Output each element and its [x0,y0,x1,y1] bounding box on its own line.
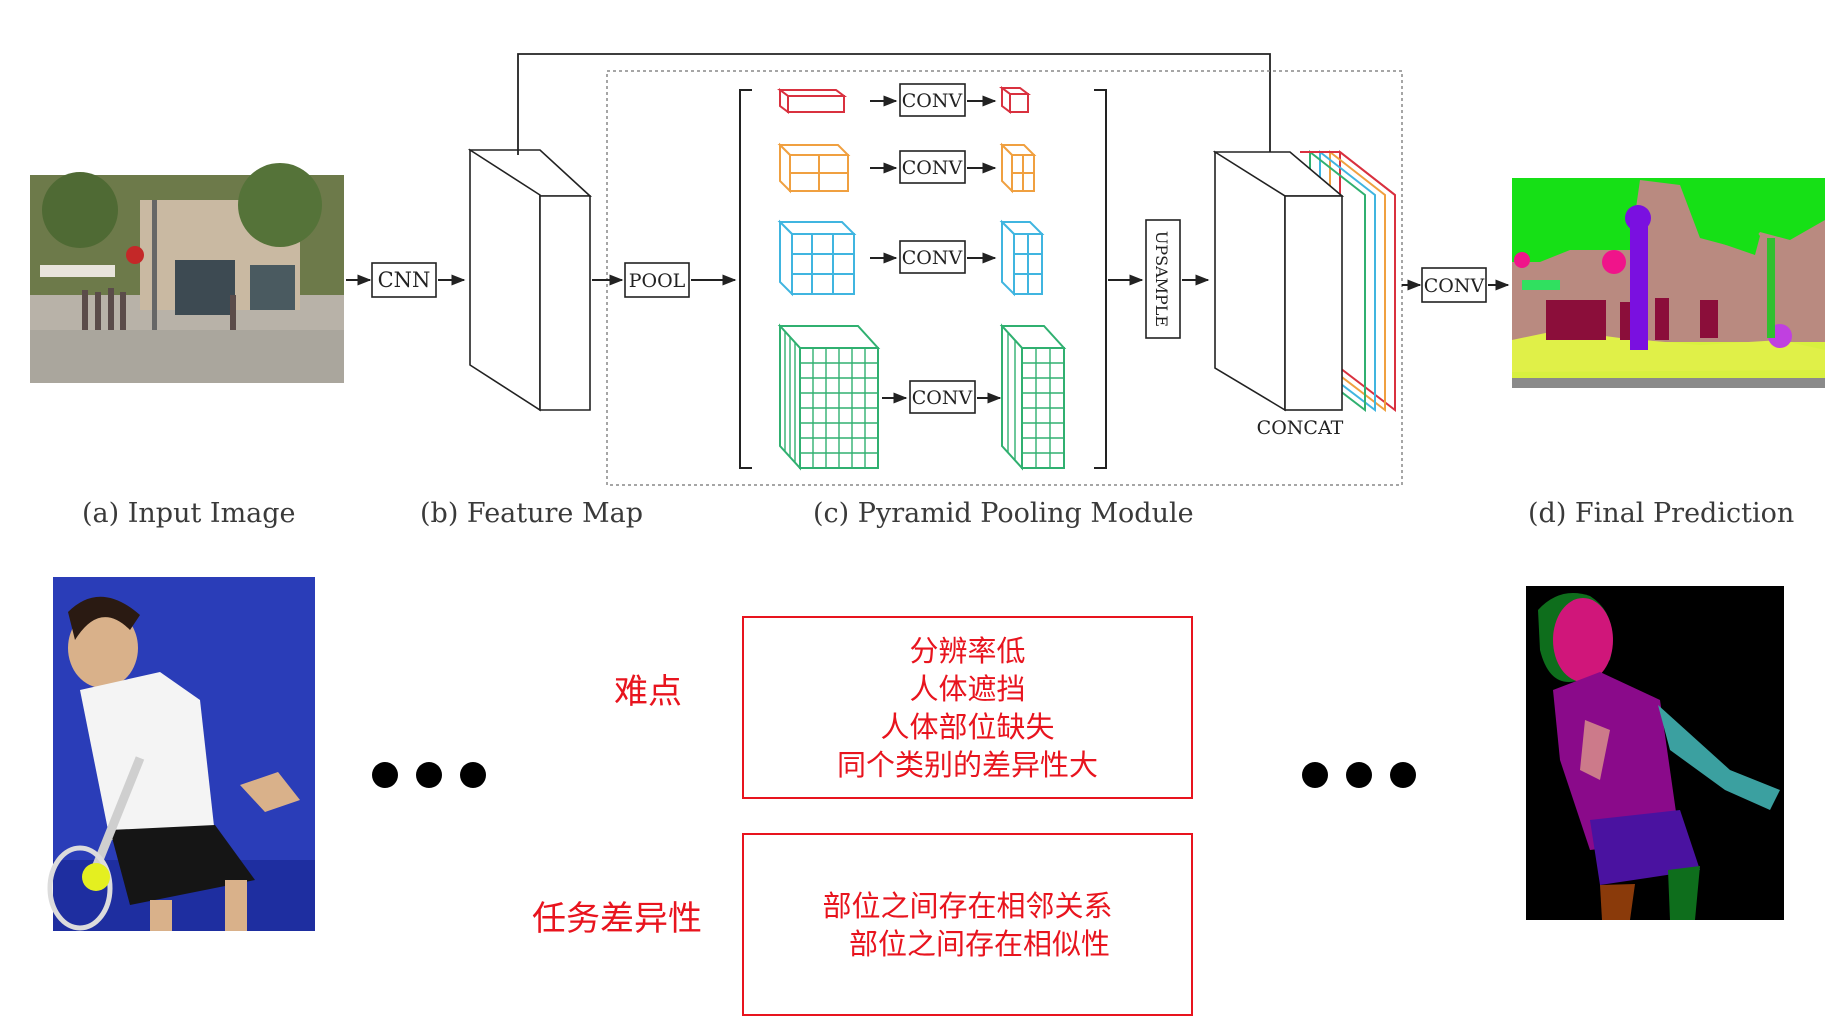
final-conv-label: CONV [1424,275,1485,297]
pool-block-2 [777,142,851,194]
conv-label-2: CONV [902,157,963,179]
conv-box-2 [899,150,966,184]
right-bracket [1094,89,1107,469]
caption-pyramid-pooling-module: (c) Pyramid Pooling Module [813,498,1194,529]
final-prediction-image [1512,178,1825,388]
pool-block-4-grid [784,331,878,468]
caption-final-prediction: (d) Final Prediction [1528,498,1795,529]
difficulty-item: 同个类别的差异性大 [836,747,1098,782]
task-difference-item: 部位之间存在相邻关系 [822,888,1113,923]
difficulty-box: 分辨率低 人体遮挡 人体部位缺失 同个类别的差异性大 [742,616,1193,799]
conv-box-3 [899,240,966,274]
difficulty-item: 人体遮挡 [909,671,1026,706]
difficulty-item: 人体部位缺失 [880,709,1055,744]
cnn-label: CNN [378,268,431,292]
concat-block [1212,150,1345,412]
conv-output-4-grid [1007,332,1064,468]
caption-input-image: (a) Input Image [82,498,296,529]
task-difference-item: 部位之间存在相似性 [848,926,1110,961]
ellipsis-right [1302,762,1416,788]
difficulty-label: 难点 [614,672,682,712]
feature-map-block [467,148,593,412]
conv-label-1: CONV [902,90,963,112]
input-street-image [30,163,344,383]
ppm-dashed-region [606,70,1403,486]
conv-label-4: CONV [912,387,973,409]
final-conv-box [1421,267,1487,303]
ellipsis-left [372,762,486,788]
conv-output-4 [999,323,1067,471]
conv-label-3: CONV [902,247,963,269]
upsample-box [1145,219,1181,339]
pool-label: POOL [629,270,686,292]
conv-output-1 [999,86,1031,114]
upsample-label: UPSAMPLE [1152,231,1171,327]
conv-output-2 [999,142,1037,194]
pool-box [624,262,690,298]
conv-box-1 [899,83,966,117]
task-difference-box: 部位之间存在相邻关系 部位之间存在相似性 [742,833,1193,1016]
tennis-player-photo [47,577,315,931]
left-bracket [739,89,752,469]
pool-block-3 [777,219,857,297]
task-difference-label: 任务差异性 [532,899,702,939]
conv-output-3 [999,219,1045,297]
conv-box-4 [909,380,976,414]
cnn-box [371,262,437,298]
difficulty-item: 分辨率低 [909,633,1026,668]
pool-block-1 [777,88,847,114]
concat-label: CONCAT [1257,417,1344,439]
caption-feature-map: (b) Feature Map [420,498,644,529]
human-parsing-result [1526,586,1784,920]
skip-connection-arrow [517,53,1276,174]
